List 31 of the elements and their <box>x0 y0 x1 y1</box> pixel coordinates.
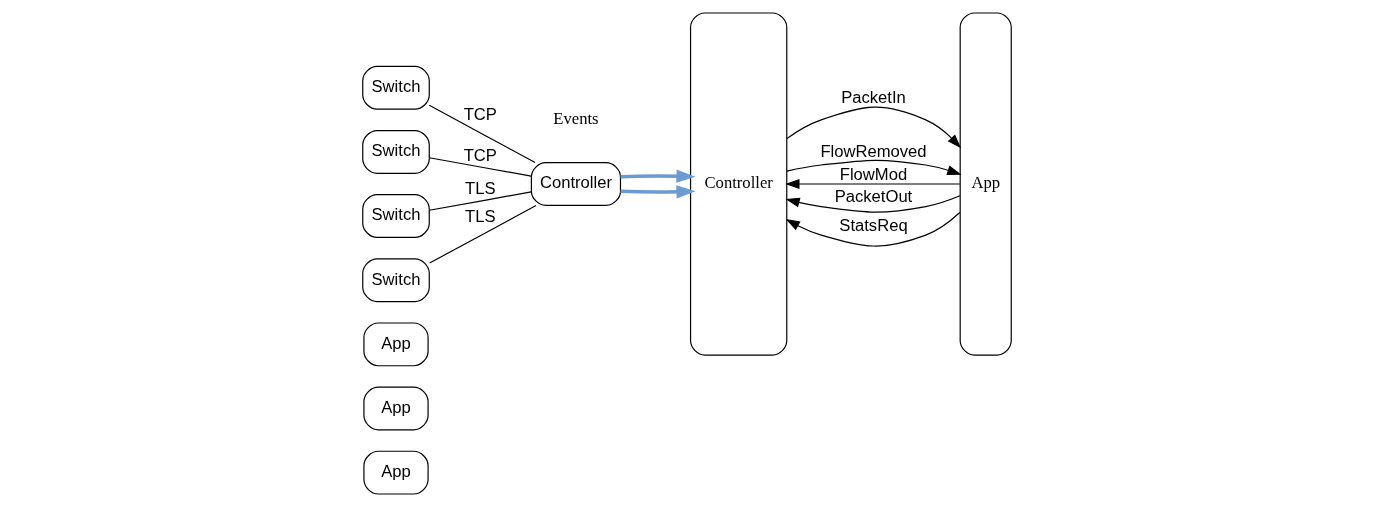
connector <box>428 204 537 264</box>
node-box: Controller <box>689 12 787 356</box>
node-box: Switch <box>361 194 430 239</box>
node-box: App <box>362 386 429 431</box>
edge-label: PacketIn <box>840 88 906 108</box>
node-box: Switch <box>361 258 430 303</box>
edge-label: TCP <box>463 145 497 165</box>
arrow <box>784 179 960 189</box>
edge-label: TCP <box>463 105 497 125</box>
connector <box>428 104 536 164</box>
arrow <box>784 195 961 213</box>
arrow <box>619 185 695 199</box>
node-box: Switch <box>361 65 430 110</box>
connector <box>428 191 532 211</box>
node-box: App <box>362 322 429 367</box>
arrow <box>785 106 961 149</box>
edge-label: StatsReq <box>838 215 908 235</box>
edge-label: TLS <box>464 207 496 227</box>
node-box: Controller <box>530 162 621 206</box>
edge-label: PacketOut <box>834 187 912 207</box>
label: Events <box>552 109 599 129</box>
edge-label: FlowMod <box>839 164 907 184</box>
edge-label: TLS <box>464 178 496 198</box>
arrow <box>785 211 960 247</box>
node-box: Switch <box>361 129 430 174</box>
arrow <box>619 169 695 183</box>
connector <box>428 157 532 177</box>
arrow <box>785 159 961 175</box>
node-box: App <box>362 450 429 495</box>
edge-label: FlowRemoved <box>819 141 927 161</box>
node-box: App <box>959 12 1012 356</box>
